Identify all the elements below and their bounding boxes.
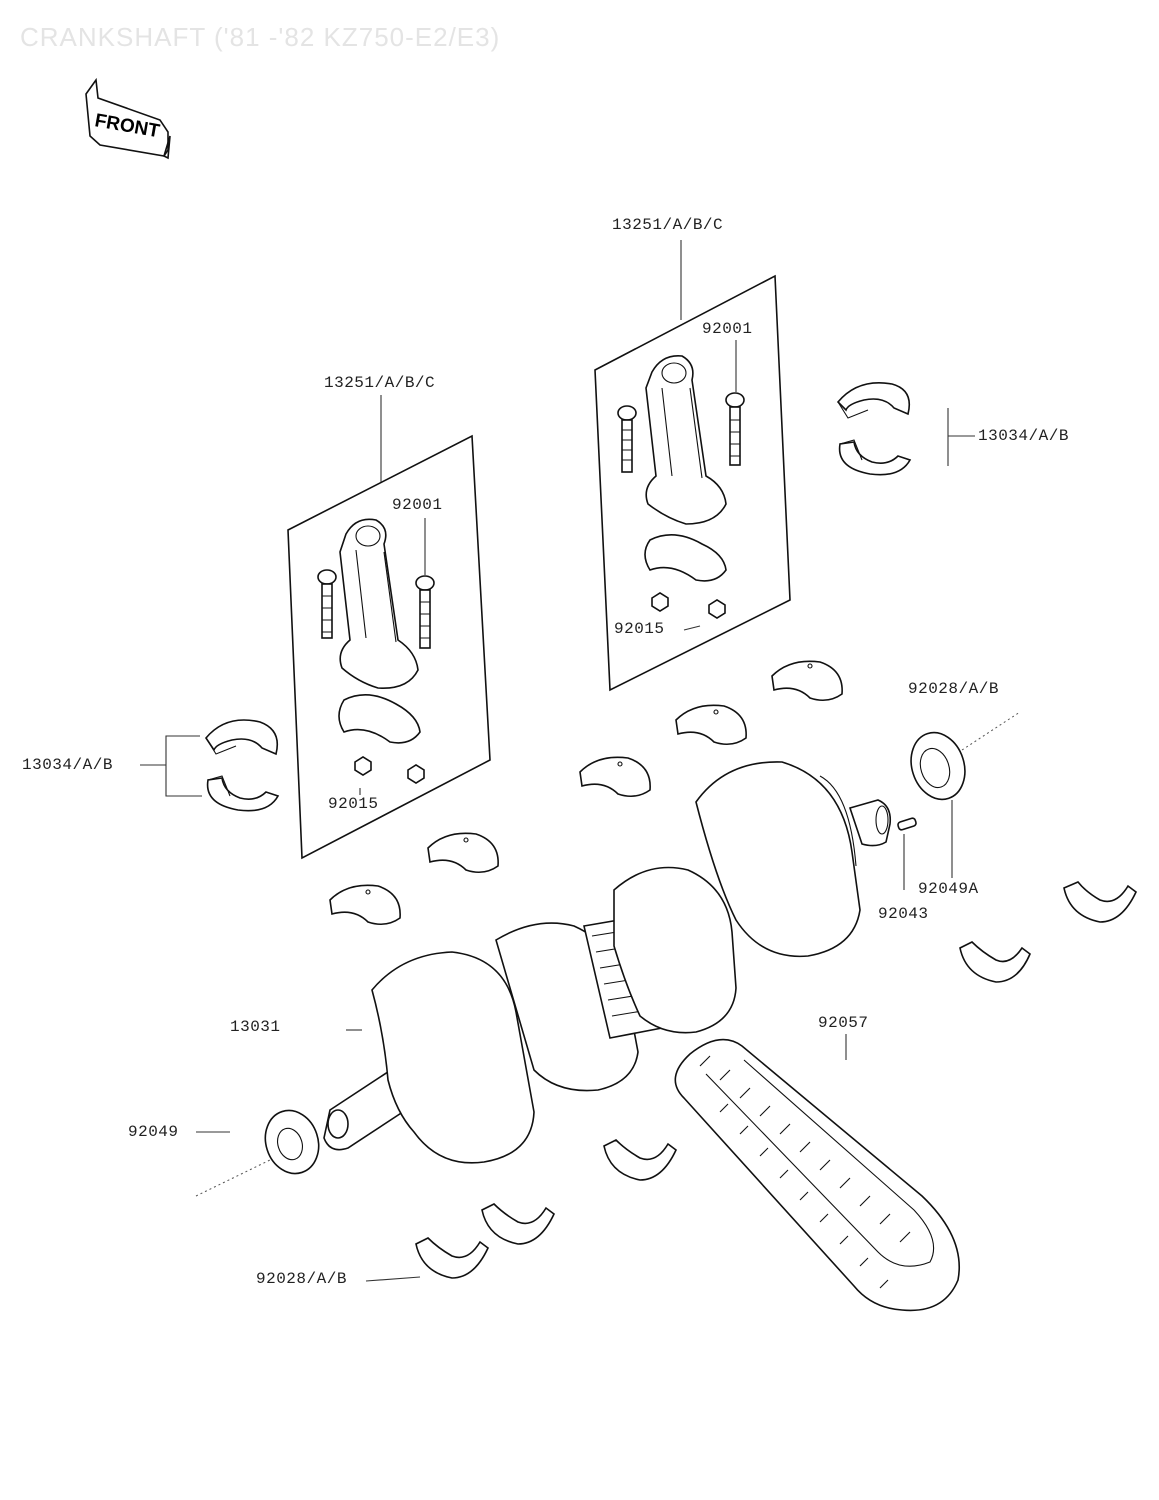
conrod-panel-left — [287, 395, 491, 860]
label-bearing-main-lower: 92028/A/B — [256, 1270, 347, 1288]
label-crankshaft: 13031 — [230, 1018, 281, 1036]
connecting-rod-right — [644, 355, 727, 582]
conrod-bearing-left-bottom — [206, 775, 280, 812]
conrod-bearing-right-top — [836, 382, 911, 419]
conrod-bearing-right-bottom — [838, 439, 912, 476]
label-conrod-assy-left: 13251/A/B/C — [324, 374, 436, 392]
main-bearing-upper-1 — [771, 660, 843, 702]
conrod-nut-right-a — [651, 592, 669, 612]
conrod-panel-right — [594, 240, 791, 692]
main-bearing-lower-3 — [603, 1139, 677, 1181]
label-nut-right: 92015 — [614, 620, 665, 638]
label-bearing-main-upper: 92028/A/B — [908, 680, 999, 698]
main-bearing-upper-2 — [675, 704, 747, 746]
label-bearing-conrod-right: 13034/A/B — [978, 427, 1069, 445]
conrod-bearing-left-top — [205, 719, 279, 756]
oil-seal-right — [910, 731, 966, 801]
label-chain: 92057 — [818, 1014, 869, 1032]
front-badge-text: FRONT — [93, 110, 161, 142]
conrod-nut-left-a — [354, 756, 372, 776]
conrod-bolt-right-a — [617, 405, 637, 473]
oil-seal-left — [264, 1109, 320, 1175]
main-bearing-lower-2 — [959, 941, 1031, 983]
connecting-rod-left — [338, 518, 421, 744]
woodruff-key — [897, 817, 917, 831]
label-bolt-right: 92001 — [702, 320, 753, 338]
crankshaft — [323, 761, 892, 1164]
conrod-bolt-left-a — [317, 569, 337, 639]
label-conrod-assy-right: 13251/A/B/C — [612, 216, 724, 234]
front-arrow-icon: FRONT — [85, 77, 171, 160]
label-oil-seal-right: 92049A — [918, 880, 979, 898]
conrod-bolt-right-b — [725, 392, 745, 466]
label-bolt-left: 92001 — [392, 496, 443, 514]
label-woodruff-key: 92043 — [878, 905, 929, 923]
main-bearing-lower-4 — [481, 1203, 555, 1245]
conrod-nut-left-b — [407, 764, 425, 784]
conrod-bolt-left-b — [415, 575, 435, 649]
main-bearing-upper-5 — [329, 884, 401, 926]
main-bearing-upper-4 — [427, 832, 499, 874]
label-bearing-conrod-left: 13034/A/B — [22, 756, 113, 774]
label-nut-left: 92015 — [328, 795, 379, 813]
main-bearing-lower-1 — [1063, 881, 1137, 923]
conrod-nut-right-b — [708, 599, 726, 619]
main-bearing-lower-5 — [415, 1237, 489, 1279]
main-bearing-upper-3 — [579, 756, 651, 798]
primary-chain — [674, 1038, 960, 1312]
label-oil-seal-left: 92049 — [128, 1123, 179, 1141]
page-title: CRANKSHAFT ('81 -'82 KZ750-E2/E3) — [20, 22, 501, 52]
